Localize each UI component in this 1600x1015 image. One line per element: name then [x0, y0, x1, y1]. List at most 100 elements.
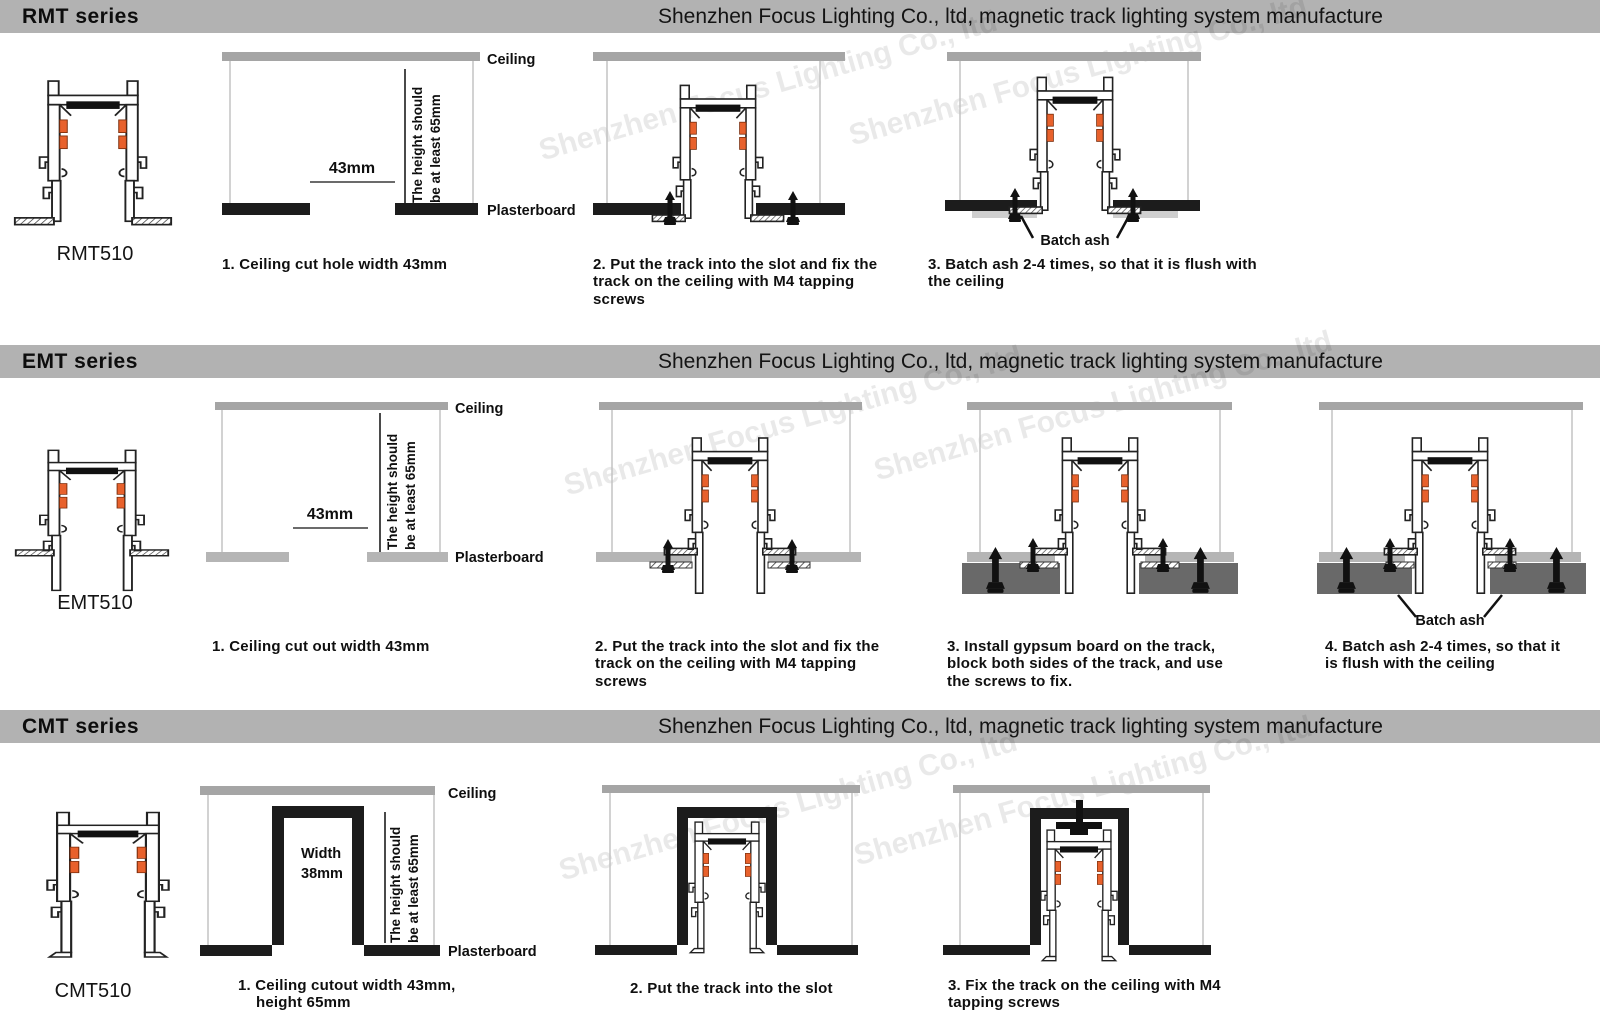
batch-ash-pointer: [1019, 215, 1035, 239]
hanger-wires: [959, 61, 1189, 200]
ceiling-bar: [222, 52, 480, 61]
plasterboard: [593, 203, 845, 215]
batch-ash-label: Batch ash: [1415, 613, 1484, 629]
cmt-step3-diagram: [943, 785, 1211, 970]
emt-step3-caption: 3. Install gypsum board on the track, bl…: [947, 638, 1223, 690]
rmt510-profile-drawing: [12, 76, 174, 228]
rmt-step2-caption: 2. Put the track into the slot and fix t…: [593, 256, 878, 308]
batch-ash-strip: [1385, 561, 1517, 569]
company-title: Shenzhen Focus Lighting Co., ltd, magnet…: [658, 349, 1383, 373]
ceiling-bar: [953, 785, 1210, 793]
plasterboard: [1319, 552, 1581, 562]
height-note-line1: The height should: [388, 827, 403, 943]
rmt-step3-diagram: Batch ash: [945, 52, 1201, 249]
plasterboard: [943, 945, 1211, 955]
gypsum-board: [1317, 563, 1586, 594]
plasterboard: [200, 945, 440, 956]
ceiling-bar: [967, 402, 1232, 410]
rmt-step3-caption: 3. Batch ash 2-4 times, so that it is fl…: [928, 256, 1257, 291]
rmt510-label: RMT510: [56, 243, 134, 265]
hanger-wires: [1331, 410, 1573, 552]
track-profile: [1041, 830, 1117, 961]
hanger-wires: [959, 793, 1204, 945]
cmt-step3-caption: 3. Fix the track on the ceiling with M4 …: [948, 977, 1221, 1012]
emt510-profile-drawing: [13, 446, 171, 594]
ceiling-screw-icon: [1056, 800, 1102, 835]
ceiling-label: Ceiling: [487, 52, 535, 68]
ceiling-bar: [593, 52, 845, 61]
rmt-step1-caption: 1. Ceiling cut hole width 43mm: [222, 256, 448, 273]
height-note-line2: be at least 65mm: [406, 834, 421, 943]
hanger-wires: [606, 61, 821, 203]
hanger-wires: [207, 795, 435, 945]
height-note-line2: be at least 65mm: [403, 441, 418, 550]
emt-header-bar: EMT series Shenzhen Focus Lighting Co., …: [0, 345, 1600, 378]
ceiling-label: Ceiling: [448, 786, 496, 802]
rmt-step1-diagram: Ceiling 43mm The height should be at lea…: [222, 52, 576, 219]
ceiling-bar: [599, 402, 862, 410]
track-profile: [664, 438, 795, 593]
emt-step1-caption: 1. Ceiling cut out width 43mm: [212, 638, 430, 655]
batch-ash-strip: [1019, 561, 1180, 569]
cmt-step1-caption-line1: 1. Ceiling cutout width 43mm,: [238, 977, 456, 994]
cut-channel: [272, 806, 364, 945]
emt-step4-caption: 4. Batch ash 2-4 times, so that it is fl…: [1325, 638, 1561, 673]
hanger-wires: [979, 410, 1221, 552]
hanger-wires: [229, 61, 474, 203]
cmt-step1-diagram: Ceiling Width 38mm The height should be …: [200, 786, 537, 960]
cmt-step2-diagram: [595, 785, 860, 955]
company-title: Shenzhen Focus Lighting Co., ltd, magnet…: [658, 4, 1383, 28]
batch-ash-pointer: [1483, 594, 1503, 618]
plasterboard: [967, 552, 1234, 562]
track-profile: [1009, 77, 1140, 213]
emt-step1-diagram: Ceiling 43mm The height should be at lea…: [206, 401, 544, 566]
hanger-wires: [221, 410, 441, 552]
plasterboard: [222, 203, 478, 215]
ceiling-bar: [215, 402, 448, 410]
ceiling-bar: [1319, 402, 1583, 410]
width-dimension: 43mm: [307, 506, 353, 523]
ceiling-bar: [200, 786, 435, 795]
emt-step4-diagram: Batch ash: [1317, 402, 1586, 629]
cmt-header-bar: CMT series Shenzhen Focus Lighting Co., …: [0, 710, 1600, 743]
plasterboard: [945, 200, 1200, 211]
width-dimension: 43mm: [329, 160, 375, 177]
batch-ash-strip: [649, 561, 811, 569]
plasterboard: [206, 552, 448, 562]
hanger-wires: [611, 410, 851, 552]
hanger-wires: [609, 793, 853, 945]
batch-ash-label: Batch ash: [1040, 233, 1109, 249]
company-title: Shenzhen Focus Lighting Co., ltd, magnet…: [658, 714, 1383, 738]
cmt510-label: CMT510: [54, 980, 132, 1002]
plasterboard: [595, 945, 858, 955]
rmt-header-bar: RMT series Shenzhen Focus Lighting Co., …: [0, 0, 1600, 33]
height-note-line1: The height should: [385, 434, 400, 550]
ceiling-bar: [602, 785, 860, 793]
cmt-step1-caption: 1. Ceiling cutout width 43mm, height 65m…: [238, 977, 518, 1012]
emt-step2-diagram: [596, 402, 862, 632]
plasterboard-label: Plasterboard: [487, 203, 576, 219]
cmt510-profile-drawing: [43, 808, 173, 960]
rmt-series-title: RMT series: [22, 4, 140, 28]
batch-ash-strip: [972, 211, 1178, 218]
batch-ash-pointer: [1397, 594, 1417, 618]
plasterboard: [596, 552, 861, 562]
cmt-series-title: CMT series: [22, 714, 140, 738]
emt-step3-diagram: [962, 402, 1238, 632]
rmt-step2-diagram: [593, 52, 845, 225]
ceiling-bar: [947, 52, 1201, 61]
plasterboard-label: Plasterboard: [448, 944, 537, 960]
width-word-label: Width: [301, 846, 341, 862]
height-note-line1: The height should: [410, 87, 425, 203]
height-note-line2: be at least 65mm: [428, 94, 443, 203]
batch-ash-pointer: [1115, 215, 1131, 239]
cmt-step1-caption-line2: height 65mm: [256, 994, 351, 1012]
width-38-label: 38mm: [301, 866, 343, 882]
emt-step2-caption: 2. Put the track into the slot and fix t…: [595, 638, 880, 690]
plasterboard-label: Plasterboard: [455, 550, 544, 566]
cmt-step2-caption: 2. Put the track into the slot: [630, 980, 833, 997]
ceiling-label: Ceiling: [455, 401, 503, 417]
emt-series-title: EMT series: [22, 349, 138, 373]
track-profile: [689, 822, 765, 953]
